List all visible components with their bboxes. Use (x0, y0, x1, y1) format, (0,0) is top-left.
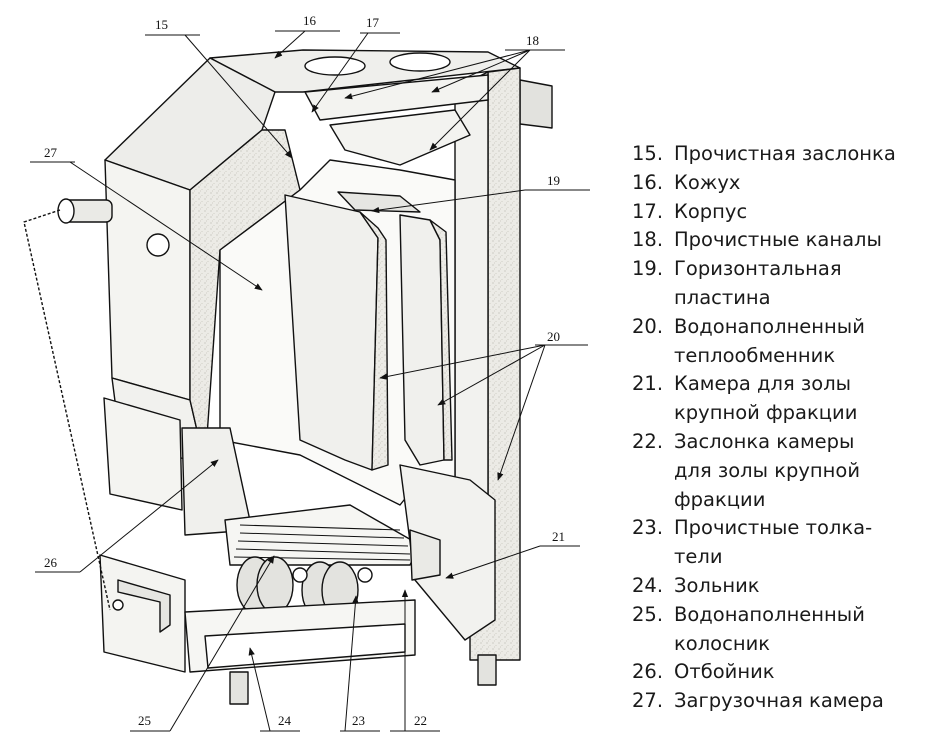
legend-text: Горизонтальная пластина (674, 257, 842, 309)
legend-number: 24. (632, 573, 664, 597)
flue-pipe (519, 79, 553, 129)
legend-number: 21. (632, 372, 664, 396)
legend-item: 27. Загрузочная камера (632, 687, 947, 716)
leg (229, 671, 249, 705)
legend-item: 16. Кожух (632, 169, 947, 198)
top-opening (304, 56, 366, 76)
legend-text: Загрузочная камера (674, 689, 884, 713)
legend-text: Прочистная заслонка (674, 142, 896, 165)
exchanger-plate-inner (359, 211, 389, 471)
legend-item: 15. Прочистная заслонка (632, 140, 947, 169)
legend-number: 20. (632, 314, 664, 338)
callout-20: 20 (547, 329, 560, 344)
legend-number: 22. (632, 429, 664, 453)
leg (477, 654, 497, 686)
legend-item: 17. Корпус (632, 198, 947, 227)
legend-item: 24. Зольник (632, 572, 947, 601)
callout-labels: 15 16 17 18 19 20 21 22 23 24 25 26 27 (44, 13, 565, 728)
legend-number: 23. (632, 516, 664, 540)
boiler-body (23, 49, 553, 705)
front-panel (104, 159, 191, 401)
callout-22: 22 (414, 713, 427, 728)
legend-number: 26. (632, 660, 664, 684)
callout-17: 17 (366, 15, 380, 30)
legend-text: Зольник (674, 573, 760, 597)
exchanger-plate (284, 194, 379, 471)
legend-text: Прочистные толка- тели (674, 516, 873, 569)
legend-item: 19. Горизонтальная пластина (632, 255, 947, 313)
legend-number: 19. (632, 257, 664, 281)
legend-number: 15. (632, 142, 664, 165)
legend-item: 22. Заслонка камеры для золы крупной фрак… (632, 428, 947, 514)
legend-item: 25. Водонаполненный колосник (632, 601, 947, 659)
legend-number: 27. (632, 689, 664, 713)
callout-26: 26 (44, 555, 58, 570)
callout-24: 24 (278, 713, 292, 728)
legend-number: 18. (632, 228, 664, 252)
legend-text: Отбойник (674, 660, 775, 684)
legend-item: 20. Водонаполненный теплообменник (632, 313, 947, 371)
legend-number: 25. (632, 602, 664, 626)
leader-lines (30, 30, 590, 732)
legend-item: 26. Отбойник (632, 658, 947, 687)
cleaning-pushers (236, 556, 373, 619)
legend-item: 23. Прочистные толка- тели (632, 514, 947, 572)
grate-bars (233, 524, 411, 561)
lower-door-knob (112, 599, 124, 611)
legend-item: 18. Прочистные каналы (632, 226, 947, 255)
exchanger-plate (399, 214, 445, 466)
legend-text: Кожух (674, 170, 741, 194)
callout-18: 18 (526, 33, 539, 48)
lower-door-handle (117, 579, 171, 633)
callout-19: 19 (547, 173, 560, 188)
legend-text: Водонаполненный теплообменник (674, 314, 865, 367)
legend-number: 16. (632, 170, 664, 194)
callout-21: 21 (552, 529, 565, 544)
ash-chamber-flap (409, 529, 441, 581)
legend-number: 17. (632, 199, 664, 223)
callout-15: 15 (155, 17, 168, 32)
callout-16: 16 (303, 13, 317, 28)
legend-text: Водонаполненный колосник (674, 602, 865, 655)
loading-door (103, 397, 183, 511)
legend-text: Корпус (674, 199, 748, 223)
callout-25: 25 (138, 713, 151, 728)
legend-text: Заслонка камеры для золы крупной фракции (674, 429, 861, 511)
callout-27: 27 (44, 145, 58, 160)
water-grate (224, 504, 421, 566)
cleaning-channel (329, 109, 471, 166)
top-opening (389, 52, 451, 72)
legend-text: Прочистные каналы (674, 228, 882, 252)
legend-text: Камера для золы крупной фракции (674, 372, 858, 425)
legend-item: 21. Камера для золы крупной фракции (632, 370, 947, 428)
callout-23: 23 (352, 713, 365, 728)
lower-door (99, 554, 186, 673)
draft-regulator (23, 198, 170, 611)
